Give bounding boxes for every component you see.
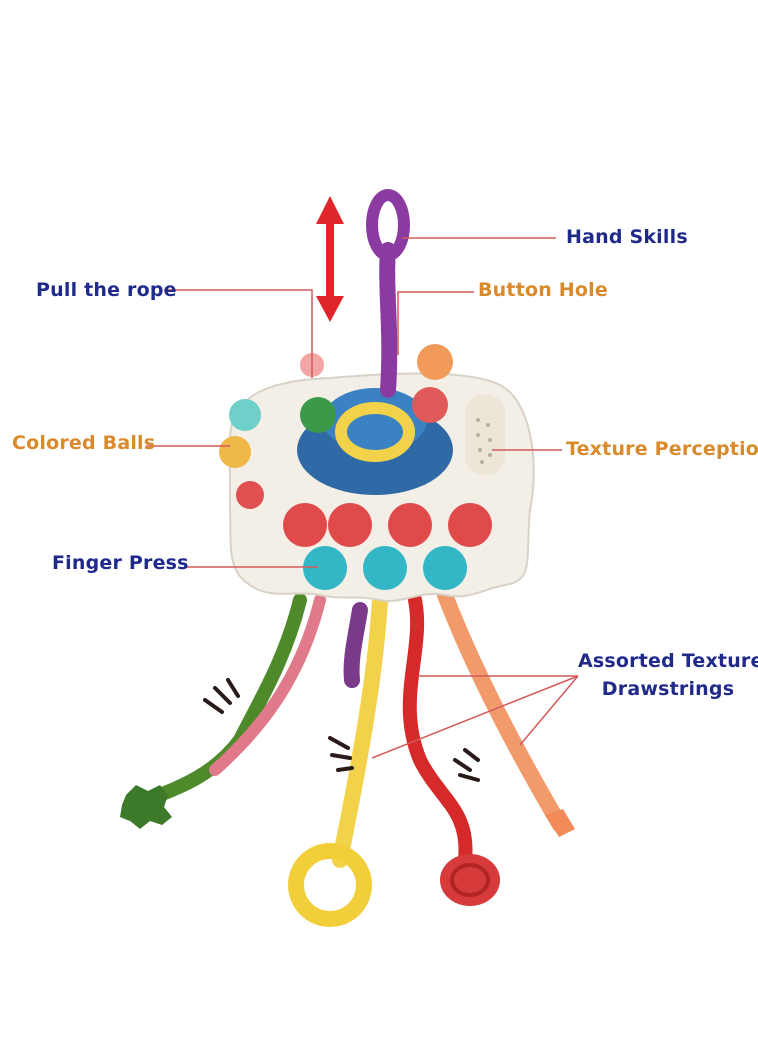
red-drawstring bbox=[402, 593, 473, 867]
orange-drawstring bbox=[437, 587, 568, 833]
label-assorted-line1: Assorted Textured bbox=[578, 650, 758, 672]
label-hand-skills: Hand Skills bbox=[566, 226, 688, 248]
yellow-oval-ring bbox=[335, 402, 415, 462]
motion-marks bbox=[203, 678, 480, 782]
yellow-ring-end bbox=[288, 843, 372, 927]
texture-pad bbox=[465, 395, 505, 475]
toy-body bbox=[219, 344, 535, 602]
leader-lines bbox=[146, 237, 579, 759]
label-colored-balls: Colored Balls bbox=[12, 432, 156, 454]
green-flower bbox=[300, 397, 336, 433]
yellow-drawstring bbox=[332, 592, 388, 868]
yellow-ring-side bbox=[219, 436, 251, 468]
blue-dome-top bbox=[323, 388, 427, 452]
orange-flower bbox=[417, 344, 453, 380]
label-finger-press: Finger Press bbox=[52, 552, 189, 574]
red-disc-end bbox=[440, 854, 500, 906]
label-texture-perception: Texture Perception bbox=[566, 438, 758, 460]
leader-button-hole bbox=[397, 291, 474, 355]
purple-rope bbox=[366, 189, 410, 398]
green-flower-end bbox=[120, 785, 172, 829]
purple-rope-body bbox=[379, 242, 398, 398]
press-buttons-top bbox=[283, 503, 492, 547]
label-button-hole: Button Hole bbox=[478, 279, 608, 301]
leader-pull-rope bbox=[164, 289, 313, 378]
label-pull-rope: Pull the rope bbox=[36, 279, 177, 301]
red-ring-side bbox=[236, 481, 264, 509]
press-buttons-bottom bbox=[303, 546, 467, 590]
leader-assorted-3 bbox=[519, 675, 579, 746]
arrow-down-head bbox=[316, 296, 344, 322]
leader-assorted-2 bbox=[371, 675, 579, 759]
arrow-up-head bbox=[316, 196, 344, 224]
red-disc-ring bbox=[450, 863, 490, 897]
orange-end bbox=[545, 809, 575, 837]
pink-drawstring bbox=[209, 594, 326, 776]
label-assorted-line2: Drawstrings bbox=[601, 678, 735, 700]
pull-arrow bbox=[316, 196, 344, 322]
teal-ring bbox=[229, 399, 261, 431]
texture-dots bbox=[476, 418, 492, 464]
purple-loop bbox=[366, 189, 410, 261]
red-shape bbox=[412, 387, 448, 423]
purple-drawstring bbox=[343, 602, 368, 688]
drawstrings bbox=[120, 587, 575, 927]
